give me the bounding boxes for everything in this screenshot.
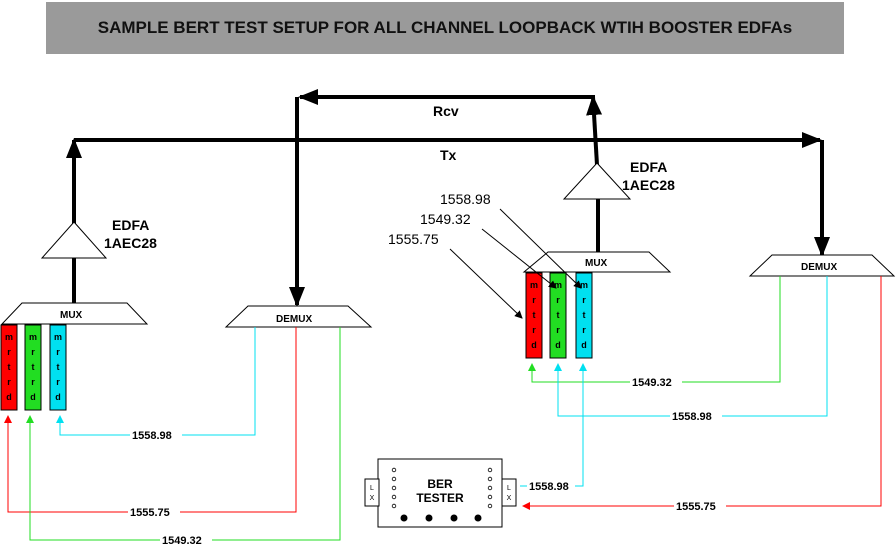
left-fiber-green: 1549.32 <box>26 327 341 547</box>
ber-fiber-cyan-label: 1558.98 <box>529 481 569 493</box>
title-banner: SAMPLE BERT TEST SETUP FOR ALL CHANNEL L… <box>46 2 844 54</box>
left-demux-label: DEMUX <box>276 314 312 325</box>
ber-knobs <box>400 514 482 522</box>
right-mux <box>522 251 672 273</box>
rcv-bus <box>289 89 603 307</box>
ber-right-leds <box>487 467 493 509</box>
callout-wavelength-3: 1555.75 <box>388 231 439 247</box>
ber-fiber-red: 1555.75 <box>522 276 882 513</box>
left-fiber-red-label: 1555.75 <box>130 507 170 519</box>
ber-fiber-cyan: 1558.98 <box>520 363 587 493</box>
callout-arrow-2 <box>481 228 557 289</box>
right-demux <box>748 254 896 277</box>
right-edfa-model: 1AEC28 <box>622 177 675 193</box>
tx-bus <box>66 132 830 257</box>
ber-label-line2: TESTER <box>416 491 464 505</box>
callout-arrow-3 <box>449 248 523 319</box>
left-fiber-red: 1555.75 <box>4 327 297 519</box>
left-demux <box>224 305 373 328</box>
ber-label-line1: BER <box>427 477 453 491</box>
ber-fiber-red-label: 1555.75 <box>676 501 716 513</box>
tx-label: Tx <box>440 147 457 163</box>
diagram-title: SAMPLE BERT TEST SETUP FOR ALL CHANNEL L… <box>97 18 793 37</box>
callout-arrow-1 <box>499 208 582 289</box>
left-fiber-green-label: 1549.32 <box>162 535 202 547</box>
left-fiber-cyan-label: 1558.98 <box>132 430 172 442</box>
right-demux-label: DEMUX <box>801 262 837 273</box>
left-edfa-model: 1AEC28 <box>104 235 157 251</box>
right-edfa-triangle <box>562 162 632 200</box>
rcv-label: Rcv <box>433 103 459 119</box>
ber-left-leds <box>391 467 397 509</box>
right-edfa-name: EDFA <box>630 159 667 175</box>
right-fiber-green-label: 1549.32 <box>632 377 672 389</box>
callout-wavelength-2: 1549.32 <box>420 211 471 227</box>
left-edfa-name: EDFA <box>112 217 149 233</box>
callout-wavelength-1: 1558.98 <box>440 191 491 207</box>
right-fiber-green: 1549.32 <box>528 276 781 389</box>
left-mux <box>0 302 149 325</box>
right-fiber-cyan-label: 1558.98 <box>672 411 712 423</box>
ber-port-right <box>501 478 517 507</box>
left-edfa-triangle <box>40 221 108 259</box>
left-mux-label: MUX <box>60 310 83 321</box>
ber-port-left <box>364 478 380 507</box>
right-fiber-cyan: 1558.98 <box>554 276 828 423</box>
right-mux-label: MUX <box>585 258 608 269</box>
left-fiber-cyan: 1558.98 <box>56 327 256 442</box>
